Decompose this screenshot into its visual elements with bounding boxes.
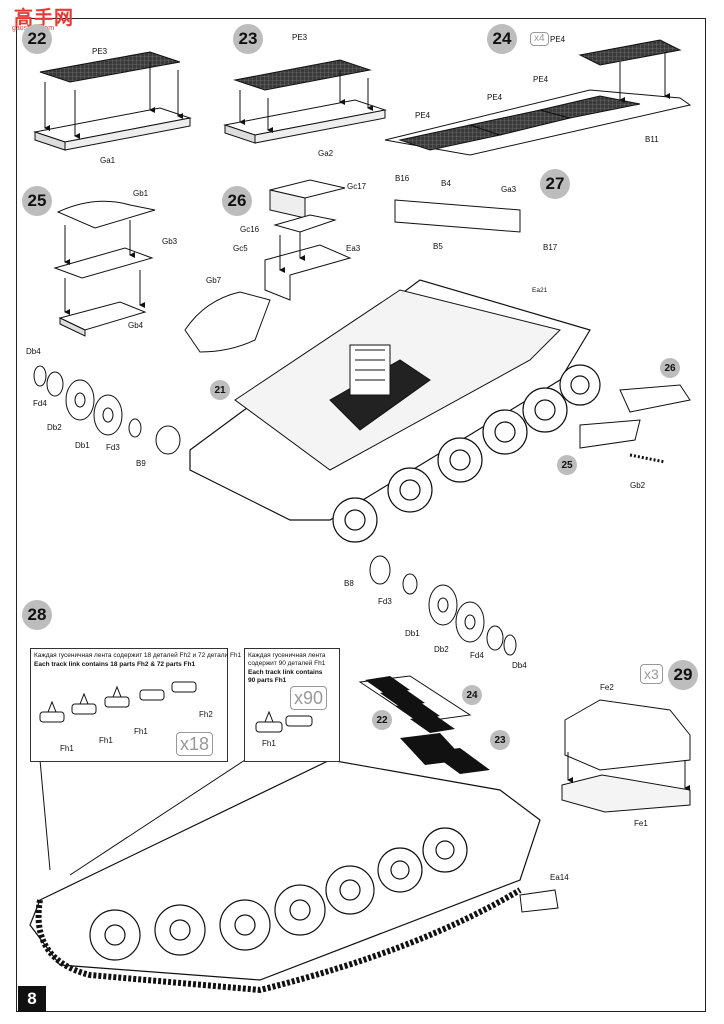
label-db2-left: Db2: [47, 423, 62, 432]
multiplier-x90: x90: [290, 686, 328, 710]
label-db1-left: Db1: [75, 441, 90, 450]
label-gc17: Gc17: [347, 182, 367, 191]
label-fh1-a3: Fh1: [134, 727, 148, 736]
hull-step27: [189, 199, 691, 543]
step23-drawing: [223, 59, 387, 144]
label-fe1: Fe1: [634, 819, 648, 828]
step-22-badge: 22: [22, 24, 52, 54]
step22-drawing: [33, 51, 192, 151]
label-ga2: Ga2: [318, 149, 334, 158]
label-b9: B9: [136, 459, 146, 468]
wheel-parts-left: [33, 365, 181, 455]
track-note-b-ru2: содержит 90 деталей Fh1: [248, 660, 326, 667]
label-pe4-b: PE4: [533, 75, 549, 84]
label-pe4-a: PE4: [550, 35, 566, 44]
label-gc16: Gc16: [240, 225, 260, 234]
hull-step28: [29, 675, 559, 994]
track-note-b-en2: 90 parts Fh1: [248, 677, 287, 684]
label-pe4-d: PE4: [415, 111, 431, 120]
label-b17: B17: [543, 243, 558, 252]
label-b4: B4: [441, 179, 451, 188]
label-fd4-left: Fd4: [33, 399, 47, 408]
page-frame: [16, 18, 706, 1012]
label-b8: B8: [344, 579, 354, 588]
label-gb3: Gb3: [162, 237, 178, 246]
multiplier-x18: x18: [176, 732, 214, 756]
label-ea3: Ea3: [346, 244, 361, 253]
label-gc5: Gc5: [233, 244, 248, 253]
wheel-parts-right: [369, 555, 517, 656]
step-29-badge: 29: [668, 660, 698, 690]
sub-step-25-badge: 25: [557, 455, 577, 475]
step-28-badge: 28: [22, 600, 52, 630]
label-fd3-right: Fd3: [378, 597, 392, 606]
label-db4-right: Db4: [512, 661, 527, 670]
label-ea21: Ea21: [532, 287, 548, 294]
sub-step-24-badge: 24: [462, 685, 482, 705]
track-note-a-en: Each track link contains 18 parts Fh2 & …: [34, 661, 196, 668]
step-26-badge: 26: [222, 186, 252, 216]
step-25-badge: 25: [22, 186, 52, 216]
sub-step-21-badge: 21: [210, 380, 230, 400]
label-db1-right: Db1: [405, 629, 420, 638]
label-b5: B5: [433, 242, 443, 251]
label-ea14: Ea14: [550, 873, 569, 882]
track-note-b-ru1: Каждая гусеничная лента: [248, 652, 326, 659]
pe3-mesh-22: [39, 51, 181, 83]
step24-drawing: [384, 39, 692, 156]
label-gb2: Gb2: [630, 481, 646, 490]
label-gb4: Gb4: [128, 321, 144, 330]
label-fd3-left: Fd3: [106, 443, 120, 452]
track-inset-b: [244, 648, 340, 762]
label-ga3: Ga3: [501, 185, 517, 194]
label-fh2: Fh2: [199, 710, 213, 719]
label-db4-left: Db4: [26, 347, 41, 356]
step26-drawing: [184, 179, 352, 353]
label-fh1-b: Fh1: [262, 739, 276, 748]
track-note-b-en1: Each track link contains: [248, 669, 323, 676]
label-fh1-a1: Fh1: [60, 744, 74, 753]
label-fd4-right: Fd4: [470, 651, 484, 660]
label-ga1: Ga1: [100, 156, 116, 165]
label-gb1: Gb1: [133, 189, 149, 198]
label-fe2: Fe2: [600, 683, 614, 692]
label-b11: B11: [645, 135, 659, 144]
step25-drawing: [53, 200, 156, 337]
step-24-badge: 24: [487, 24, 517, 54]
label-b16: B16: [395, 174, 410, 183]
watermark-text: 高手网: [14, 8, 75, 29]
step-27-badge: 27: [540, 169, 570, 199]
label-db2-right: Db2: [434, 645, 449, 654]
multiplier-x3: x3: [640, 664, 663, 684]
label-pe3-23: PE3: [292, 33, 308, 42]
track-note-a-ru: Каждая гусеничная лента содержит 18 дета…: [34, 652, 242, 659]
label-pe3-22: PE3: [92, 47, 108, 56]
sub-step-23-badge: 23: [490, 730, 510, 750]
step-23-badge: 23: [233, 24, 263, 54]
sub-step-22-badge: 22: [372, 710, 392, 730]
step29-drawing: [561, 699, 691, 813]
sub-step-26-badge: 26: [660, 358, 680, 378]
label-fh1-a2: Fh1: [99, 736, 113, 745]
label-gb7: Gb7: [206, 276, 222, 285]
label-pe4-c: PE4: [487, 93, 503, 102]
page-number: 8: [18, 986, 46, 1012]
multiplier-x4: x4: [530, 32, 549, 46]
